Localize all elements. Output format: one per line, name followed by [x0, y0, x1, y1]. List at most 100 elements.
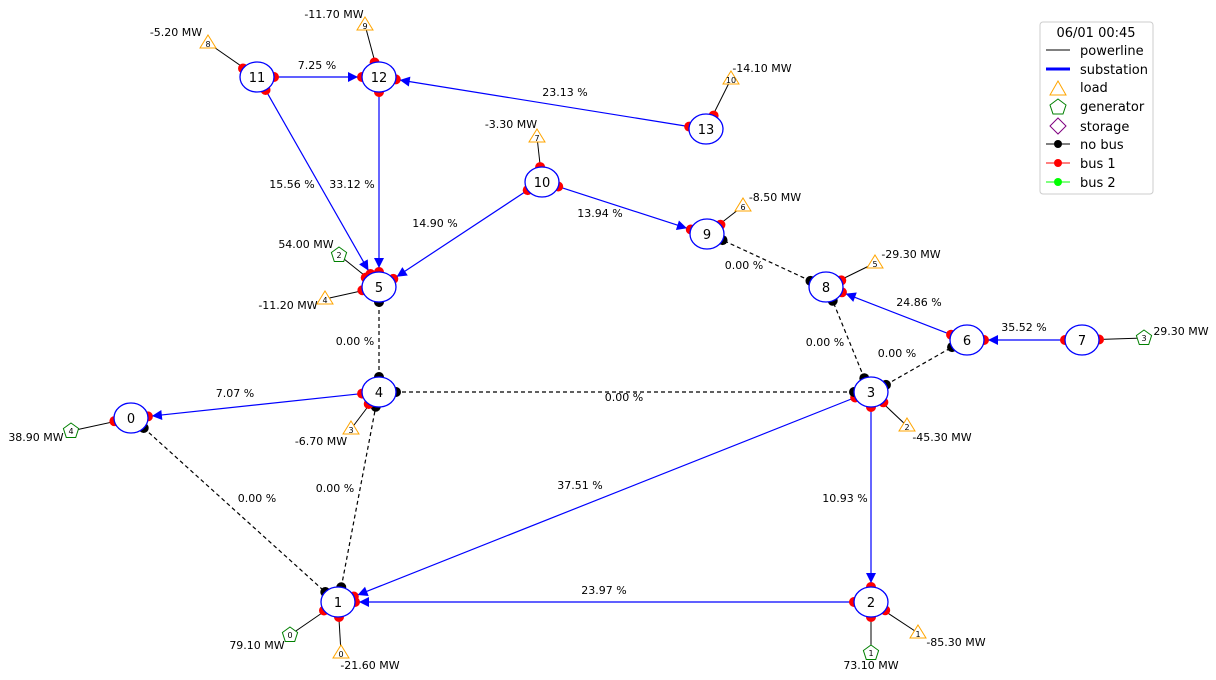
load-icon-3	[342, 420, 360, 435]
generator-id-4: 4	[68, 427, 73, 436]
flow-arrow-5-12	[374, 258, 384, 268]
line-label-1-2: 23.97 %	[581, 584, 626, 597]
load-id-5: 5	[872, 260, 877, 269]
load-value-3: -6.70 MW	[295, 435, 347, 448]
load-value-2: -45.30 MW	[912, 431, 971, 444]
legend-generator-label: generator	[1080, 100, 1145, 115]
legend-frame	[1039, 21, 1154, 195]
load-icon-1	[909, 624, 927, 639]
powerline-8-9	[722, 239, 811, 282]
substation-12	[361, 61, 397, 93]
substation-4	[361, 376, 397, 408]
load-id-1: 1	[915, 630, 920, 639]
load-icon-5	[866, 254, 884, 269]
load-icon-2	[898, 417, 916, 432]
substation-1	[320, 586, 356, 618]
flow-arrow-6-8	[845, 292, 857, 302]
substation-10	[524, 166, 560, 198]
flow-arrow-0-4	[151, 410, 163, 420]
substation-label-11: 11	[249, 71, 266, 86]
load-icon-7	[528, 128, 546, 143]
substation-8	[808, 271, 844, 303]
legend-bus1-dot	[1054, 159, 1062, 167]
line-label-11-12: 7.25 %	[298, 59, 336, 72]
line-label-0-4: 7.07 %	[216, 387, 254, 400]
load-value-4: -11.20 MW	[258, 299, 317, 312]
load-icon-9	[356, 16, 374, 31]
substation-label-1: 1	[334, 596, 342, 611]
flow-arrow-9-10	[675, 220, 687, 231]
load-id-9: 9	[362, 22, 367, 31]
flow-arrow-11-12	[348, 72, 358, 82]
flow-arrow-5-11	[359, 259, 369, 271]
substation-label-5: 5	[375, 281, 383, 296]
powerline-0-1	[143, 427, 326, 593]
substation-6	[949, 324, 985, 356]
generator-value-1: 73.10 MW	[843, 659, 898, 672]
powerline-6-8	[841, 291, 952, 336]
legend-bus1-label: bus 1	[1080, 157, 1116, 172]
substation-2	[853, 586, 889, 618]
substation-label-2: 2	[867, 596, 875, 611]
legend-bus2-dot	[1054, 178, 1062, 186]
load-value-6: -8.50 MW	[749, 191, 801, 204]
substation-0	[113, 402, 149, 434]
legend-load-icon	[1049, 79, 1067, 96]
substation-13	[688, 113, 724, 145]
legend-substation-label: substation	[1080, 63, 1148, 78]
powerline-3-6	[885, 346, 953, 386]
generator-icon-1	[862, 644, 880, 660]
line-label-2-3: 10.93 %	[822, 492, 867, 505]
powerlines-layer	[138, 72, 1070, 607]
generator-id-3: 3	[1141, 334, 1146, 343]
line-label-8-9: 0.00 %	[725, 259, 763, 272]
legend-storage-icon	[1049, 117, 1067, 135]
legend: 06/01 00:45 powerline substation load ge…	[1039, 21, 1154, 195]
line-label-0-1: 0.00 %	[238, 492, 276, 505]
substation-label-0: 0	[127, 412, 135, 427]
load-id-8: 8	[205, 40, 210, 49]
substation-label-3: 3	[867, 386, 875, 401]
generator-icon-3	[1135, 329, 1153, 345]
powerline-0-4	[147, 392, 363, 418]
labels-layer: 7.07 %0.00 %0.00 %23.97 %37.51 %10.93 %0…	[8, 8, 1208, 672]
generator-value-0: 79.10 MW	[229, 639, 284, 652]
line-label-5-11: 15.56 %	[269, 178, 314, 191]
substation-label-10: 10	[534, 176, 551, 191]
line-label-4-5: 0.00 %	[336, 335, 374, 348]
flow-arrow-2-3	[866, 573, 876, 583]
legend-generator-icon	[1049, 98, 1067, 115]
line-label-9-10: 13.94 %	[577, 207, 622, 220]
load-value-10: -14.10 MW	[732, 62, 791, 75]
generator-value-3: 29.30 MW	[1153, 325, 1208, 338]
substation-9	[689, 218, 725, 250]
line-label-6-8: 24.86 %	[896, 296, 941, 309]
powerline-12-13	[395, 78, 690, 128]
line-label-5-12: 33.12 %	[329, 178, 374, 191]
substation-label-13: 13	[698, 123, 715, 138]
powerline-9-10	[558, 185, 691, 231]
load-value-0: -21.60 MW	[340, 659, 399, 672]
load-id-10: 10	[726, 76, 736, 85]
line-label-3-8: 0.00 %	[806, 336, 844, 349]
substation-label-6: 6	[963, 334, 971, 349]
substation-3	[853, 376, 889, 408]
line-label-5-10: 14.90 %	[412, 217, 457, 230]
substation-7	[1064, 324, 1100, 356]
generator-id-0: 0	[287, 631, 292, 640]
load-value-8: -5.20 MW	[150, 26, 202, 39]
legend-load-label: load	[1080, 81, 1108, 96]
load-icon-8	[199, 34, 217, 49]
powerline-1-3	[353, 396, 856, 598]
legend-title: 06/01 00:45	[1056, 26, 1135, 41]
load-id-3: 3	[348, 426, 353, 435]
line-label-12-13: 23.13 %	[542, 86, 587, 99]
legend-bus2-label: bus 2	[1080, 176, 1116, 191]
load-id-4: 4	[322, 296, 327, 305]
legend-storage-label: storage	[1080, 120, 1129, 135]
load-icon-4	[316, 290, 334, 305]
line-label-1-4: 0.00 %	[316, 482, 354, 495]
substation-11	[239, 61, 275, 93]
legend-powerline-label: powerline	[1080, 44, 1144, 59]
